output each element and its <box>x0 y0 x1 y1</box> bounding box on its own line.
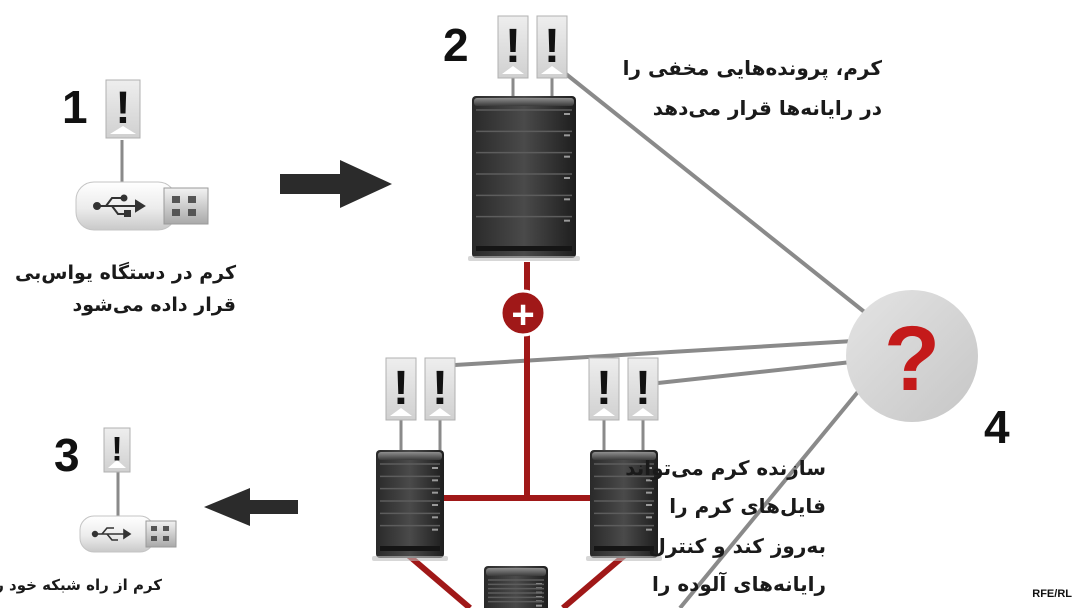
step1-caption-line1: کرم در دستگاه یواس‌بی <box>14 262 236 284</box>
alert-file-icon-server-left-b: ! <box>424 357 456 450</box>
step4-caption-line3: به‌روز کند و کنترل <box>648 534 826 558</box>
step1-caption-line2: قرار داده می‌شود <box>72 294 236 316</box>
unknown-actor: ? <box>846 290 978 422</box>
step4-caption-line1: سازنده کرم می‌تواند <box>625 456 826 480</box>
usb-symbol-icon <box>91 527 132 541</box>
arrow-left <box>204 488 298 526</box>
alert-file-icon-usb3: ! <box>103 427 131 473</box>
server-left <box>372 450 448 561</box>
usb-symbol-icon <box>93 194 146 217</box>
usb-drive-1 <box>75 140 209 231</box>
step3-caption-line1: کرم از راه شبکه خود را <box>0 576 162 594</box>
alert-mark-icon: ! <box>111 431 122 469</box>
question-mark-icon: ? <box>884 308 940 410</box>
alert-file-icon-server-main-a: ! <box>497 15 529 96</box>
alert-mark-icon: ! <box>596 362 612 415</box>
step-number-4: 4 <box>984 401 1010 453</box>
plus-symbol: + <box>511 293 534 337</box>
credit-label: RFE/RL <box>1030 588 1074 600</box>
alert-mark-icon: ! <box>505 20 521 73</box>
alert-file-icon-server-left-a: ! <box>385 357 417 450</box>
step4-caption-line2: فایل‌های کرم را <box>669 494 826 518</box>
arrow-right <box>280 160 392 208</box>
network-lines <box>406 262 627 608</box>
alert-mark-icon: ! <box>432 362 448 415</box>
server-bottom <box>484 566 548 608</box>
step-number-1: 1 <box>62 81 88 133</box>
step2-caption-line1: کرم، پرونده‌هایی مخفی را <box>622 56 882 80</box>
step4-caption-line4: رایانه‌های آلوده را <box>651 572 826 596</box>
server-right <box>586 450 662 561</box>
step2-caption-line2: در رایانه‌ها قرار می‌دهد <box>652 96 882 120</box>
step-number-2: 2 <box>443 19 469 71</box>
step-number-3: 3 <box>54 429 80 481</box>
server-main <box>468 96 580 261</box>
alert-mark-icon: ! <box>635 362 651 415</box>
plus-node: + <box>499 289 547 337</box>
alert-file-icon-server-main-b: ! <box>536 15 568 96</box>
alert-mark-icon: ! <box>544 20 560 73</box>
alert-file-icon-usb1: ! <box>105 79 141 139</box>
alert-file-icon-server-right-b: ! <box>627 357 659 450</box>
alert-mark-icon: ! <box>393 362 409 415</box>
usb-drive-3 <box>79 470 177 553</box>
alert-file-icon-server-right-a: ! <box>588 357 620 450</box>
alert-mark-icon: ! <box>116 82 131 133</box>
